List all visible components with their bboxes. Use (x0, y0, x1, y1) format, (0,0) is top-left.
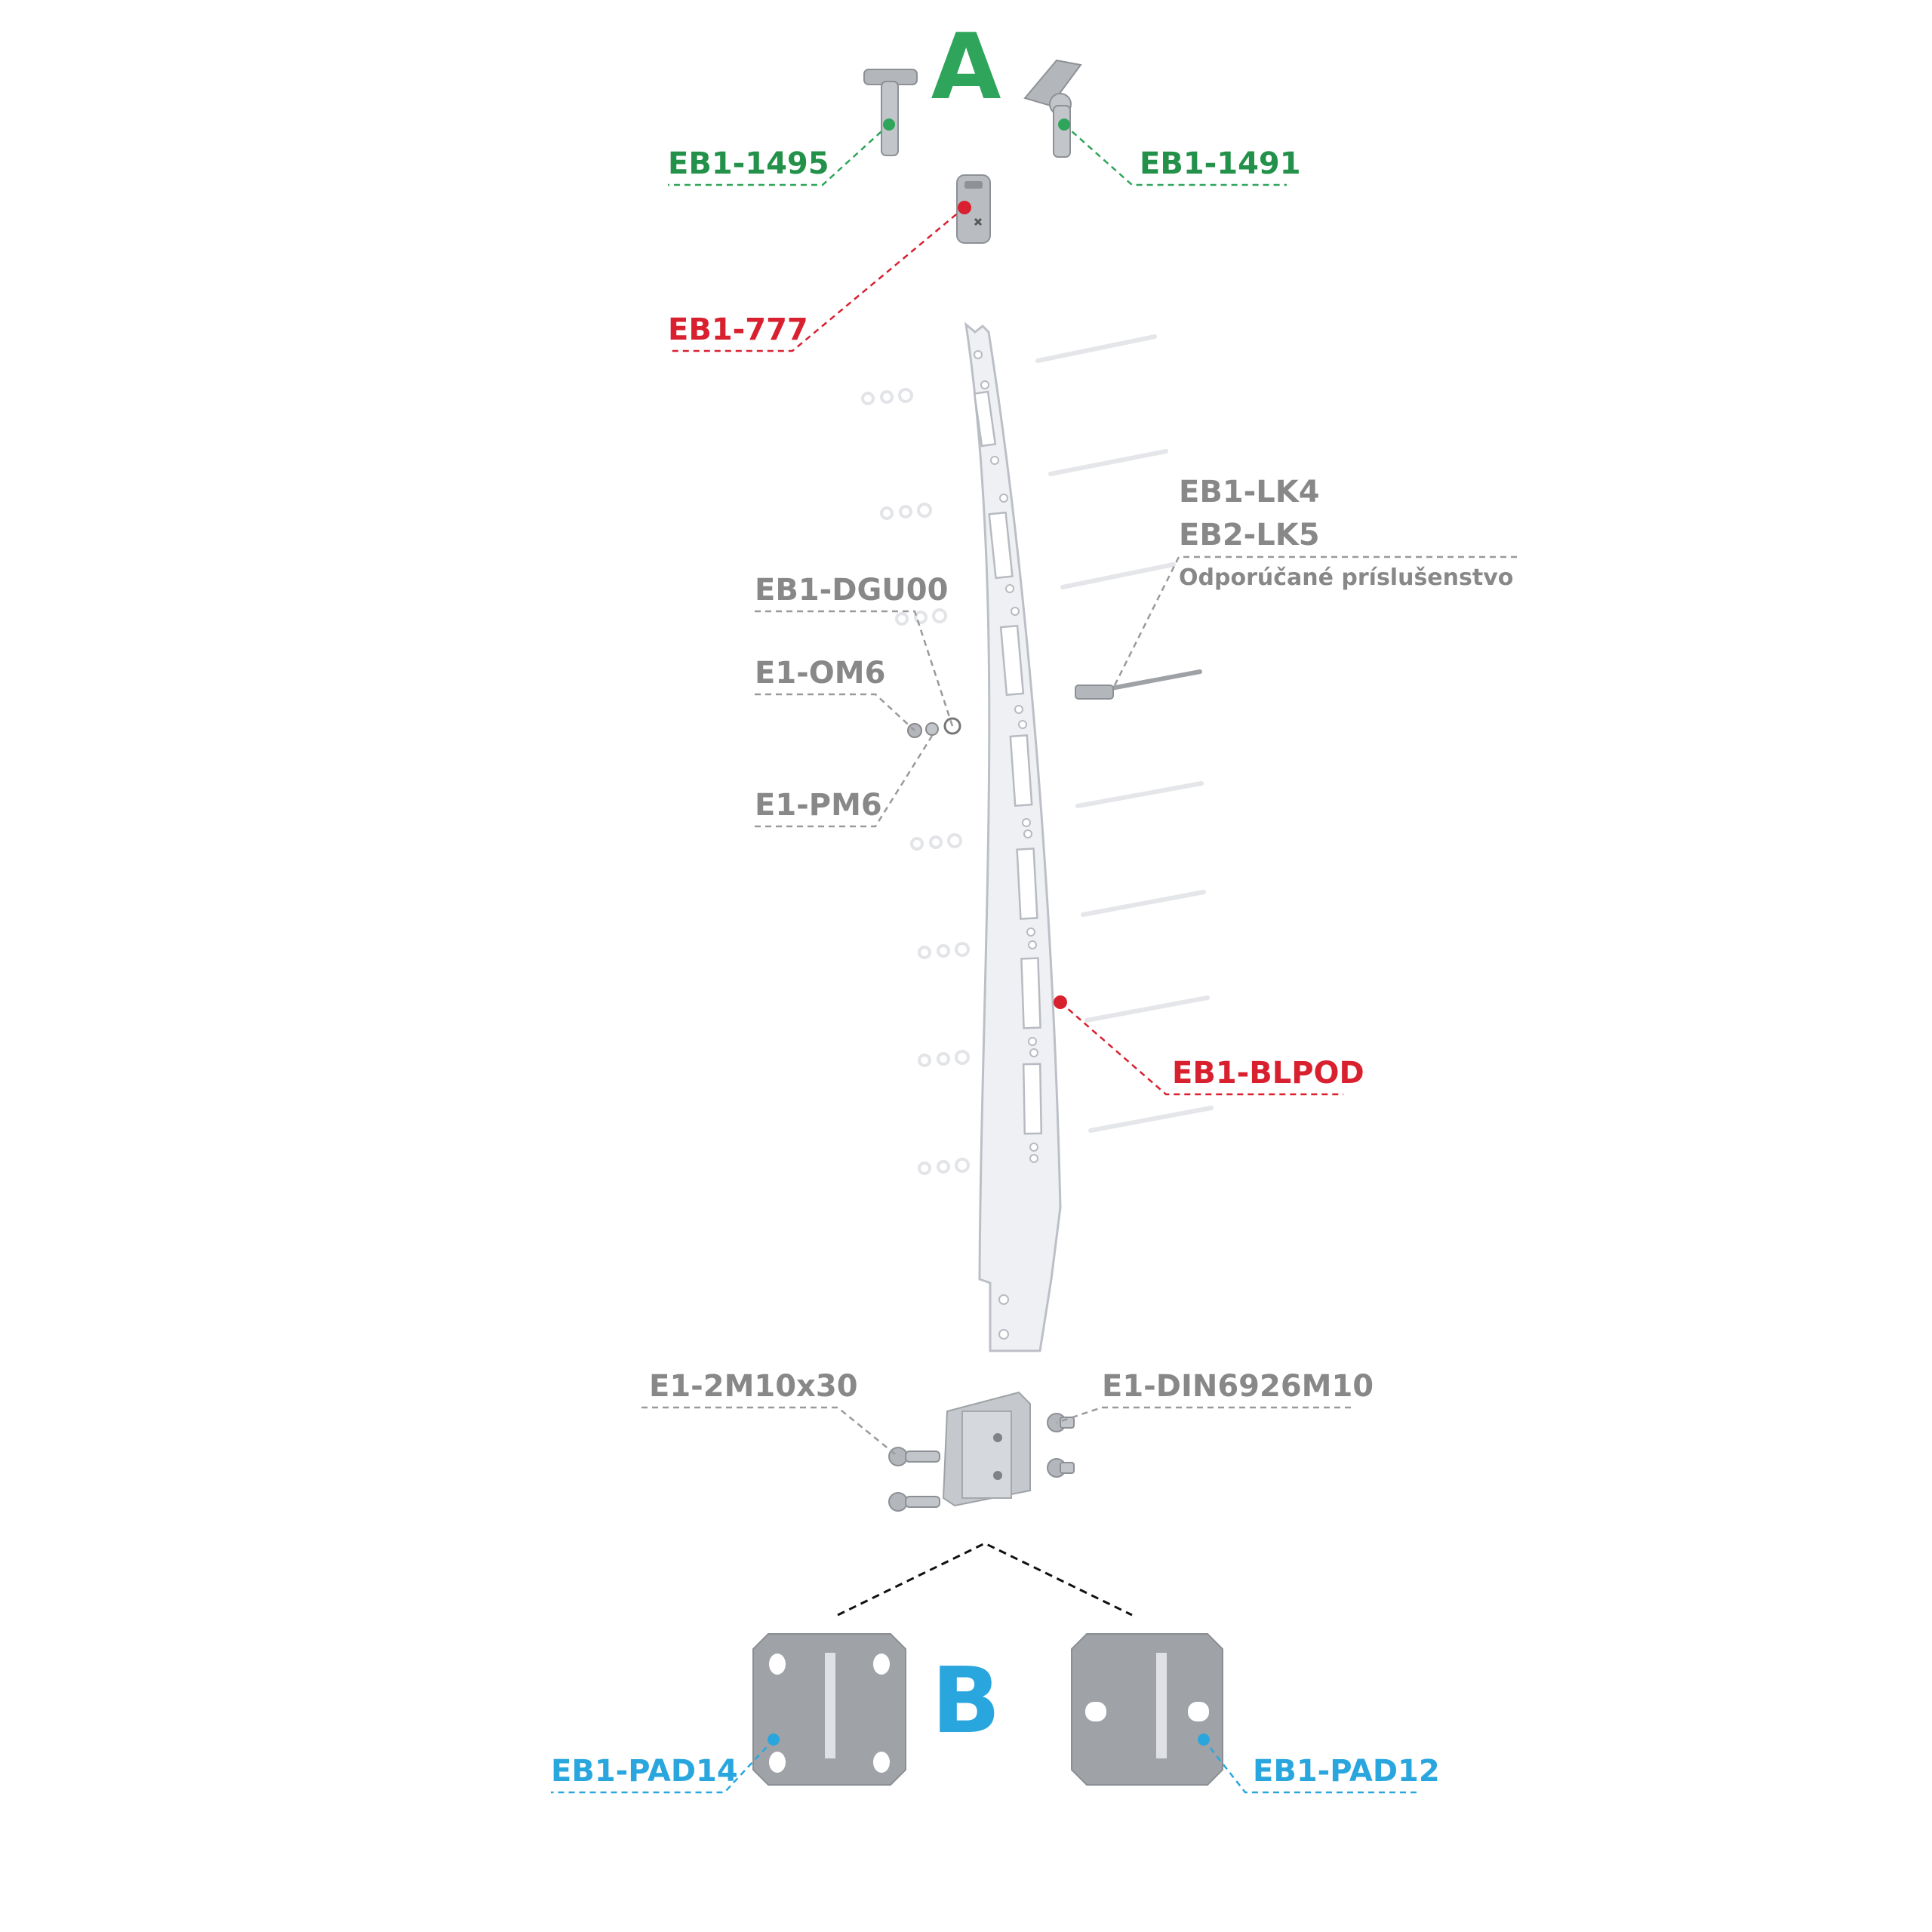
group-a-letter: A (931, 15, 1001, 120)
din-nut-set (1047, 1413, 1075, 1478)
option-connector-lines (837, 1542, 1133, 1617)
base-plate-pad12 (1071, 1633, 1223, 1786)
nut-washer-set (907, 717, 961, 738)
marker-eb1-pad14 (768, 1734, 780, 1746)
glass-clamp-part (1075, 669, 1202, 700)
leader-e1-pm6 (755, 735, 934, 828)
label-eb1-1495: EB1-1495 (668, 146, 829, 181)
label-eb2-lk5: EB2-LK5 (1179, 518, 1320, 552)
leader-eb1-lk4 (1112, 555, 1517, 689)
marker-eb1-pad12 (1198, 1734, 1210, 1746)
post-part (964, 321, 1062, 1352)
marker-eb1-1495 (883, 118, 895, 131)
leader-eb1-777 (668, 207, 965, 352)
leader-eb1-1495 (668, 124, 890, 186)
ghost-clamps (1035, 334, 1214, 1133)
label-e1-2m10x30: E1-2M10x30 (649, 1369, 858, 1404)
marker-eb1-blpod (1054, 995, 1067, 1009)
label-eb1-pad12: EB1-PAD12 (1253, 1754, 1440, 1789)
label-eb1-pad14: EB1-PAD14 (551, 1754, 738, 1789)
marker-eb1-777 (958, 201, 971, 214)
label-eb1-1491: EB1-1491 (1140, 146, 1301, 181)
label-recommended: Odporúčané príslušenstvo (1179, 565, 1513, 591)
leader-eb1-1491 (1063, 124, 1287, 186)
leader-eb1-dgu00 (755, 610, 954, 727)
handrail-swivel-adapter (1023, 59, 1082, 158)
label-e1-pm6: E1-PM6 (755, 788, 882, 823)
ghost-nuts (861, 388, 970, 1175)
label-e1-din6926m10: E1-DIN6926M10 (1102, 1369, 1374, 1404)
leader-eb1-pad14 (551, 1739, 774, 1794)
label-eb1-777: EB1-777 (668, 312, 808, 347)
bolt-set (888, 1447, 940, 1512)
leader-e1-om6 (755, 693, 915, 731)
marker-eb1-1491 (1058, 118, 1070, 131)
leader-e1-2m10x30 (641, 1406, 899, 1457)
base-bracket-part (942, 1391, 1031, 1507)
base-plate-pad14 (752, 1633, 906, 1786)
label-eb1-dgu00: EB1-DGU00 (755, 573, 948, 608)
label-e1-om6: E1-OM6 (755, 656, 885, 691)
label-eb1-blpod: EB1-BLPOD (1172, 1056, 1364, 1091)
group-b-letter: B (931, 1649, 1000, 1754)
leader-eb1-blpod (1060, 1001, 1343, 1096)
handrail-t-adapter (863, 69, 918, 156)
label-eb1-lk4: EB1-LK4 (1179, 475, 1320, 509)
connector-part (956, 174, 991, 244)
leader-e1-din6926m10 (1056, 1406, 1351, 1424)
leader-eb1-pad12 (1203, 1739, 1419, 1794)
